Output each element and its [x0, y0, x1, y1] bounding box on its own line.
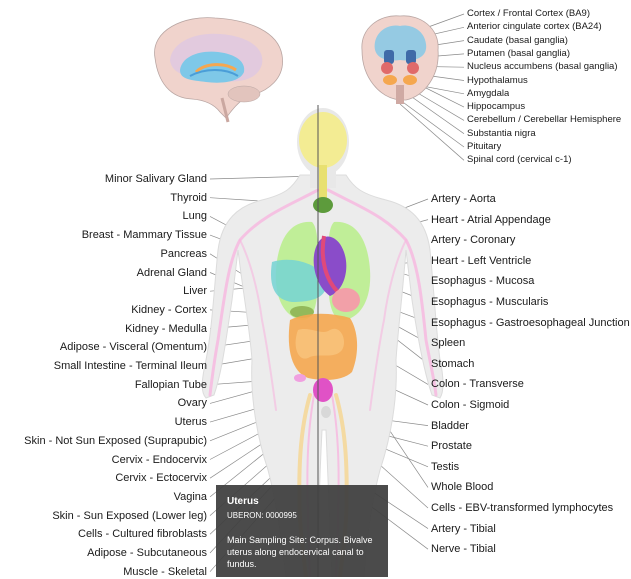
tissue-label-pancreas[interactable]: Pancreas — [161, 247, 207, 261]
bladder-organ[interactable] — [321, 406, 331, 418]
brain-coronal[interactable] — [362, 16, 438, 104]
tissue-label-heart-atrial-appendage[interactable]: Heart - Atrial Appendage — [431, 213, 551, 227]
tissue-label-liver[interactable]: Liver — [183, 284, 207, 298]
stomach-organ[interactable] — [332, 288, 360, 312]
tissue-label-lung[interactable]: Lung — [183, 209, 207, 223]
brain-label-cortex-frontal-cortex-ba9[interactable]: Cortex / Frontal Cortex (BA9) — [467, 8, 590, 20]
tissue-label-skin-not-sun-exposed-suprapubic[interactable]: Skin - Not Sun Exposed (Suprapubic) — [24, 434, 207, 448]
brain-label-hypothalamus[interactable]: Hypothalamus — [467, 75, 528, 87]
uterus-organ[interactable] — [313, 378, 333, 402]
tissue-label-prostate[interactable]: Prostate — [431, 439, 472, 453]
brain-leader-pituitary — [400, 100, 464, 147]
tissue-label-whole-blood[interactable]: Whole Blood — [431, 480, 493, 494]
tissue-label-cells-ebv-transformed-lymphocytes[interactable]: Cells - EBV-transformed lymphocytes — [431, 501, 613, 515]
tooltip-title: Uterus — [227, 495, 377, 508]
tissue-label-breast-mammary-tissue[interactable]: Breast - Mammary Tissue — [82, 228, 207, 242]
tissue-label-cells-cultured-fibroblasts[interactable]: Cells - Cultured fibroblasts — [78, 527, 207, 541]
brain-label-amygdala[interactable]: Amygdala — [467, 88, 509, 100]
tissue-label-esophagus-mucosa[interactable]: Esophagus - Mucosa — [431, 274, 534, 288]
tissue-label-artery-tibial[interactable]: Artery - Tibial — [431, 522, 496, 536]
tissue-label-artery-coronary[interactable]: Artery - Coronary — [431, 233, 515, 247]
tooltip-description: Main Sampling Site: Corpus. Bivalve uter… — [227, 534, 377, 570]
tissue-label-bladder[interactable]: Bladder — [431, 419, 469, 433]
tissue-label-spleen[interactable]: Spleen — [431, 336, 465, 350]
tissue-label-ovary[interactable]: Ovary — [178, 396, 207, 410]
tissue-label-kidney-cortex[interactable]: Kidney - Cortex — [131, 303, 207, 317]
brain-sagittal[interactable] — [155, 18, 283, 122]
tissue-label-colon-sigmoid[interactable]: Colon - Sigmoid — [431, 398, 509, 412]
tissue-label-adipose-subcutaneous[interactable]: Adipose - Subcutaneous — [87, 546, 207, 560]
tissue-label-colon-transverse[interactable]: Colon - Transverse — [431, 377, 524, 391]
tissue-label-fallopian-tube[interactable]: Fallopian Tube — [135, 378, 207, 392]
brain-label-cerebellum-cerebellar-hemisphere[interactable]: Cerebellum / Cerebellar Hemisphere — [467, 114, 621, 126]
tooltip-uberon-id: UBERON: 0000995 — [227, 510, 377, 522]
brain-label-substantia-nigra[interactable]: Substantia nigra — [467, 128, 536, 140]
tissue-label-nerve-tibial[interactable]: Nerve - Tibial — [431, 542, 496, 556]
tissue-label-uterus[interactable]: Uterus — [175, 415, 207, 429]
brain-label-pituitary[interactable]: Pituitary — [467, 141, 501, 153]
tissue-label-small-intestine-terminal-ileum[interactable]: Small Intestine - Terminal Ileum — [54, 359, 207, 373]
tissue-label-testis[interactable]: Testis — [431, 460, 459, 474]
tissue-label-cervix-ectocervix[interactable]: Cervix - Ectocervix — [115, 471, 207, 485]
brain-label-nucleus-accumbens-basal-ganglia[interactable]: Nucleus accumbens (basal ganglia) — [467, 61, 618, 73]
tissue-label-adipose-visceral-omentum[interactable]: Adipose - Visceral (Omentum) — [60, 340, 207, 354]
brain-label-putamen-basal-ganglia[interactable]: Putamen (basal ganglia) — [467, 48, 570, 60]
tissue-label-kidney-medulla[interactable]: Kidney - Medulla — [125, 322, 207, 336]
tissue-label-vagina[interactable]: Vagina — [174, 490, 207, 504]
brain-label-spinal-cord-cervical-c-1[interactable]: Spinal cord (cervical c-1) — [467, 154, 572, 166]
tissue-label-artery-aorta[interactable]: Artery - Aorta — [431, 192, 496, 206]
tissue-label-cervix-endocervix[interactable]: Cervix - Endocervix — [112, 453, 207, 467]
tissue-label-skin-sun-exposed-lower-leg[interactable]: Skin - Sun Exposed (Lower leg) — [52, 509, 207, 523]
brain-label-hippocampus[interactable]: Hippocampus — [467, 101, 525, 113]
brain-leader-spinal-cord-cervical-c-1 — [400, 104, 464, 160]
brain-organ[interactable] — [299, 112, 347, 168]
tissue-label-stomach[interactable]: Stomach — [431, 357, 474, 371]
brain-label-anterior-cingulate-cortex-ba24[interactable]: Anterior cingulate cortex (BA24) — [467, 21, 602, 33]
thyroid-organ[interactable] — [313, 197, 333, 213]
tissue-label-esophagus-muscularis[interactable]: Esophagus - Muscularis — [431, 295, 548, 309]
tissue-label-adrenal-gland[interactable]: Adrenal Gland — [137, 266, 207, 280]
tissue-label-thyroid[interactable]: Thyroid — [170, 191, 207, 205]
brain-label-caudate-basal-ganglia[interactable]: Caudate (basal ganglia) — [467, 35, 568, 47]
brain-leader-cerebellum-cerebellar-hemisphere — [416, 92, 464, 120]
tissue-label-minor-salivary-gland[interactable]: Minor Salivary Gland — [105, 172, 207, 186]
tissue-label-heart-left-ventricle[interactable]: Heart - Left Ventricle — [431, 254, 531, 268]
tissue-tooltip: Uterus UBERON: 0000995 Main Sampling Sit… — [216, 485, 388, 577]
ovary-organ[interactable] — [294, 374, 306, 382]
tissue-label-esophagus-gastroesophageal-junction[interactable]: Esophagus - Gastroesophageal Junction — [431, 316, 630, 330]
